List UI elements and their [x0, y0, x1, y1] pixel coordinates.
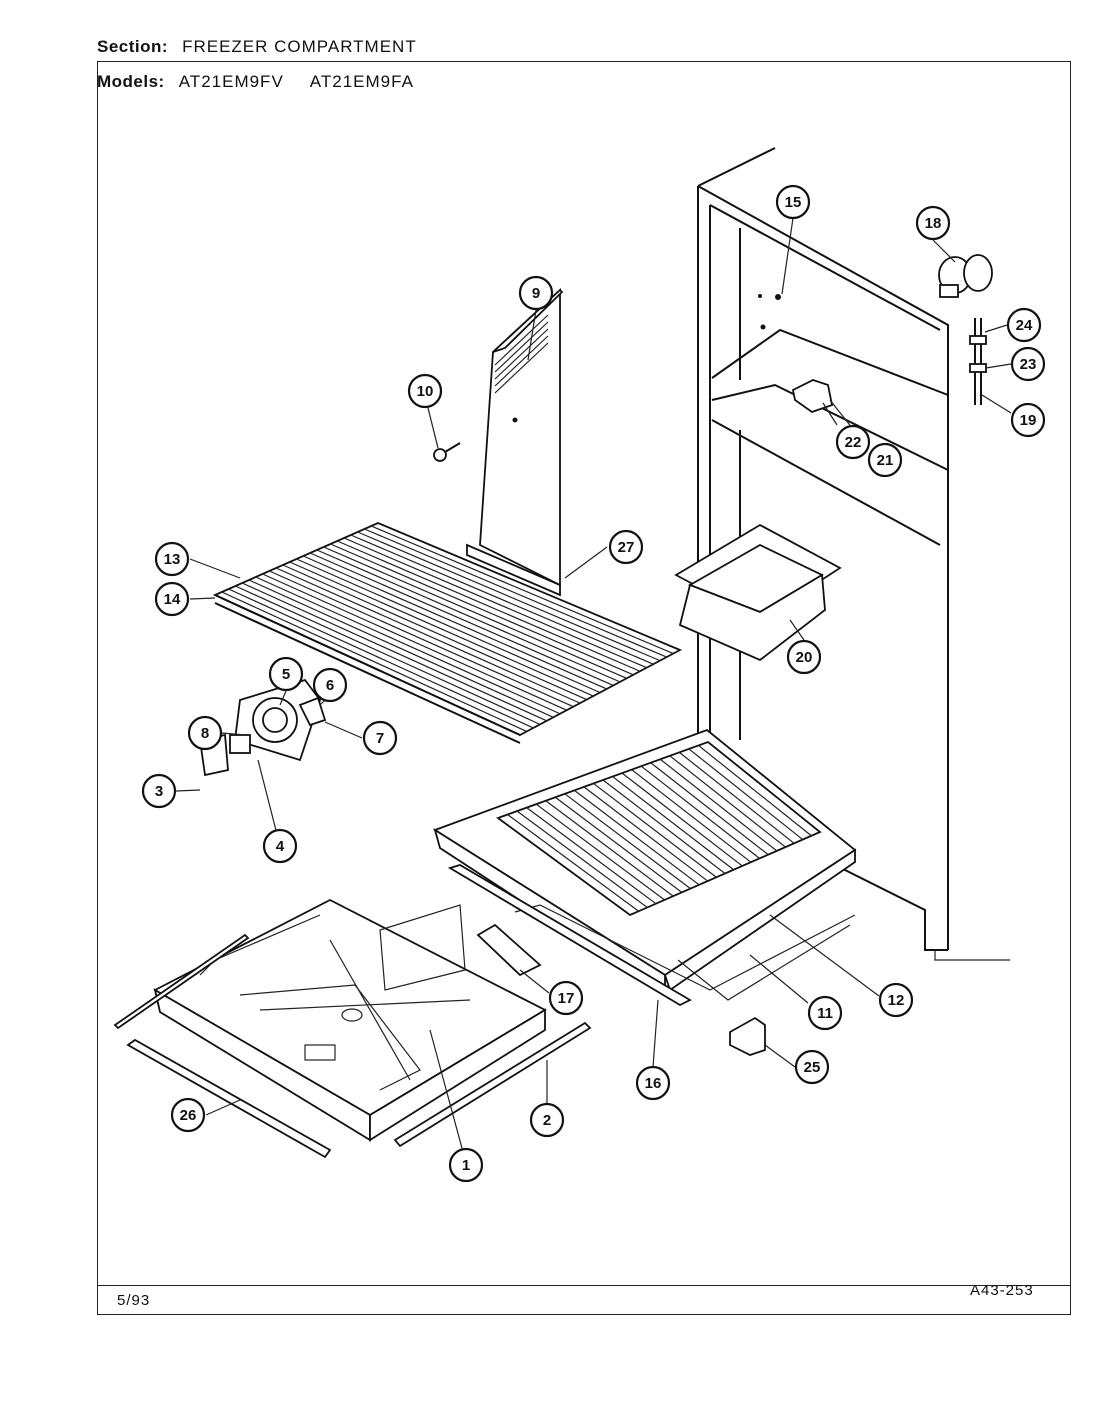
- callout-label: 3: [155, 783, 163, 800]
- callout-9: 9: [518, 275, 554, 311]
- callout-14: 14: [154, 581, 190, 617]
- callout-label: 4: [276, 838, 285, 855]
- callout-label: 17: [558, 990, 575, 1007]
- callout-3: 3: [141, 773, 177, 809]
- fan-motor-assembly: [198, 678, 327, 777]
- callout-label: 25: [804, 1059, 821, 1076]
- duct-cover: [466, 287, 564, 597]
- callout-15: 15: [775, 184, 811, 220]
- callout-20: 20: [786, 639, 822, 675]
- callout-label: 10: [417, 383, 434, 400]
- callout-balloons: 1234567891011121314151617181920212223242…: [141, 184, 1046, 1183]
- callout-26: 26: [170, 1097, 206, 1133]
- callout-label: 22: [845, 434, 862, 451]
- callout-label: 20: [796, 649, 813, 666]
- callout-label: 21: [877, 452, 894, 469]
- section-line: Section: FREEZER COMPARTMENT: [97, 37, 417, 57]
- screw: [433, 442, 461, 462]
- document-number: A43-253: [970, 1282, 1034, 1299]
- callout-21: 21: [867, 442, 903, 478]
- section-value: FREEZER COMPARTMENT: [182, 37, 417, 56]
- callout-1: 1: [448, 1147, 484, 1183]
- callout-label: 2: [543, 1112, 551, 1129]
- callout-label: 14: [164, 591, 181, 608]
- wire-shelf: [212, 522, 683, 744]
- callout-label: 15: [785, 194, 802, 211]
- callout-24: 24: [1006, 307, 1042, 343]
- callout-8: 8: [187, 715, 223, 751]
- callout-13: 13: [154, 541, 190, 577]
- diagram-frame: [97, 61, 1071, 1315]
- cabinet-outline: [697, 147, 1010, 961]
- callout-12: 12: [878, 982, 914, 1018]
- models-line: Models: AT21EM9FV AT21EM9FA: [97, 72, 414, 92]
- callout-5: 5: [268, 656, 304, 692]
- callout-label: 26: [180, 1107, 197, 1124]
- callout-label: 9: [532, 285, 540, 302]
- callout-2: 2: [529, 1102, 565, 1138]
- footer-rule: [97, 1285, 1071, 1286]
- callout-22: 22: [835, 424, 871, 460]
- callout-label: 16: [645, 1075, 662, 1092]
- callout-23: 23: [1010, 346, 1046, 382]
- callout-7: 7: [362, 720, 398, 756]
- callout-10: 10: [407, 373, 443, 409]
- model-2: AT21EM9FA: [309, 72, 414, 91]
- models-label: Models:: [97, 72, 165, 91]
- callout-6: 6: [312, 667, 348, 703]
- hinge-parts: [938, 254, 993, 405]
- callout-16: 16: [635, 1065, 671, 1101]
- callout-label: 19: [1020, 412, 1037, 429]
- callout-label: 13: [164, 551, 181, 568]
- callout-19: 19: [1010, 402, 1046, 438]
- bottom-pan: [153, 898, 547, 1142]
- callout-25: 25: [794, 1049, 830, 1085]
- leader-lines: [175, 217, 1012, 1164]
- section-label: Section:: [97, 37, 169, 56]
- callout-17: 17: [548, 980, 584, 1016]
- callout-label: 5: [282, 666, 290, 683]
- callout-18: 18: [915, 205, 951, 241]
- callout-4: 4: [262, 828, 298, 864]
- callout-11: 11: [807, 995, 843, 1031]
- bracket: [729, 1016, 766, 1056]
- revision-date: 5/93: [117, 1292, 151, 1309]
- callout-label: 24: [1016, 317, 1033, 334]
- callout-label: 7: [376, 730, 384, 747]
- callout-label: 11: [817, 1005, 833, 1022]
- callout-label: 12: [888, 992, 905, 1009]
- callout-27: 27: [608, 529, 644, 565]
- callout-label: 8: [201, 725, 209, 742]
- callout-label: 1: [462, 1157, 470, 1174]
- model-1: AT21EM9FV: [178, 72, 284, 91]
- side-rails: [113, 933, 592, 1159]
- callout-label: 18: [925, 215, 942, 232]
- callout-label: 27: [618, 539, 635, 556]
- clip: [791, 379, 834, 414]
- callout-label: 23: [1020, 356, 1037, 373]
- trim-strip: [447, 864, 692, 1007]
- small-cover: [476, 923, 542, 977]
- callout-label: 6: [326, 677, 334, 694]
- ice-bin: [674, 523, 842, 662]
